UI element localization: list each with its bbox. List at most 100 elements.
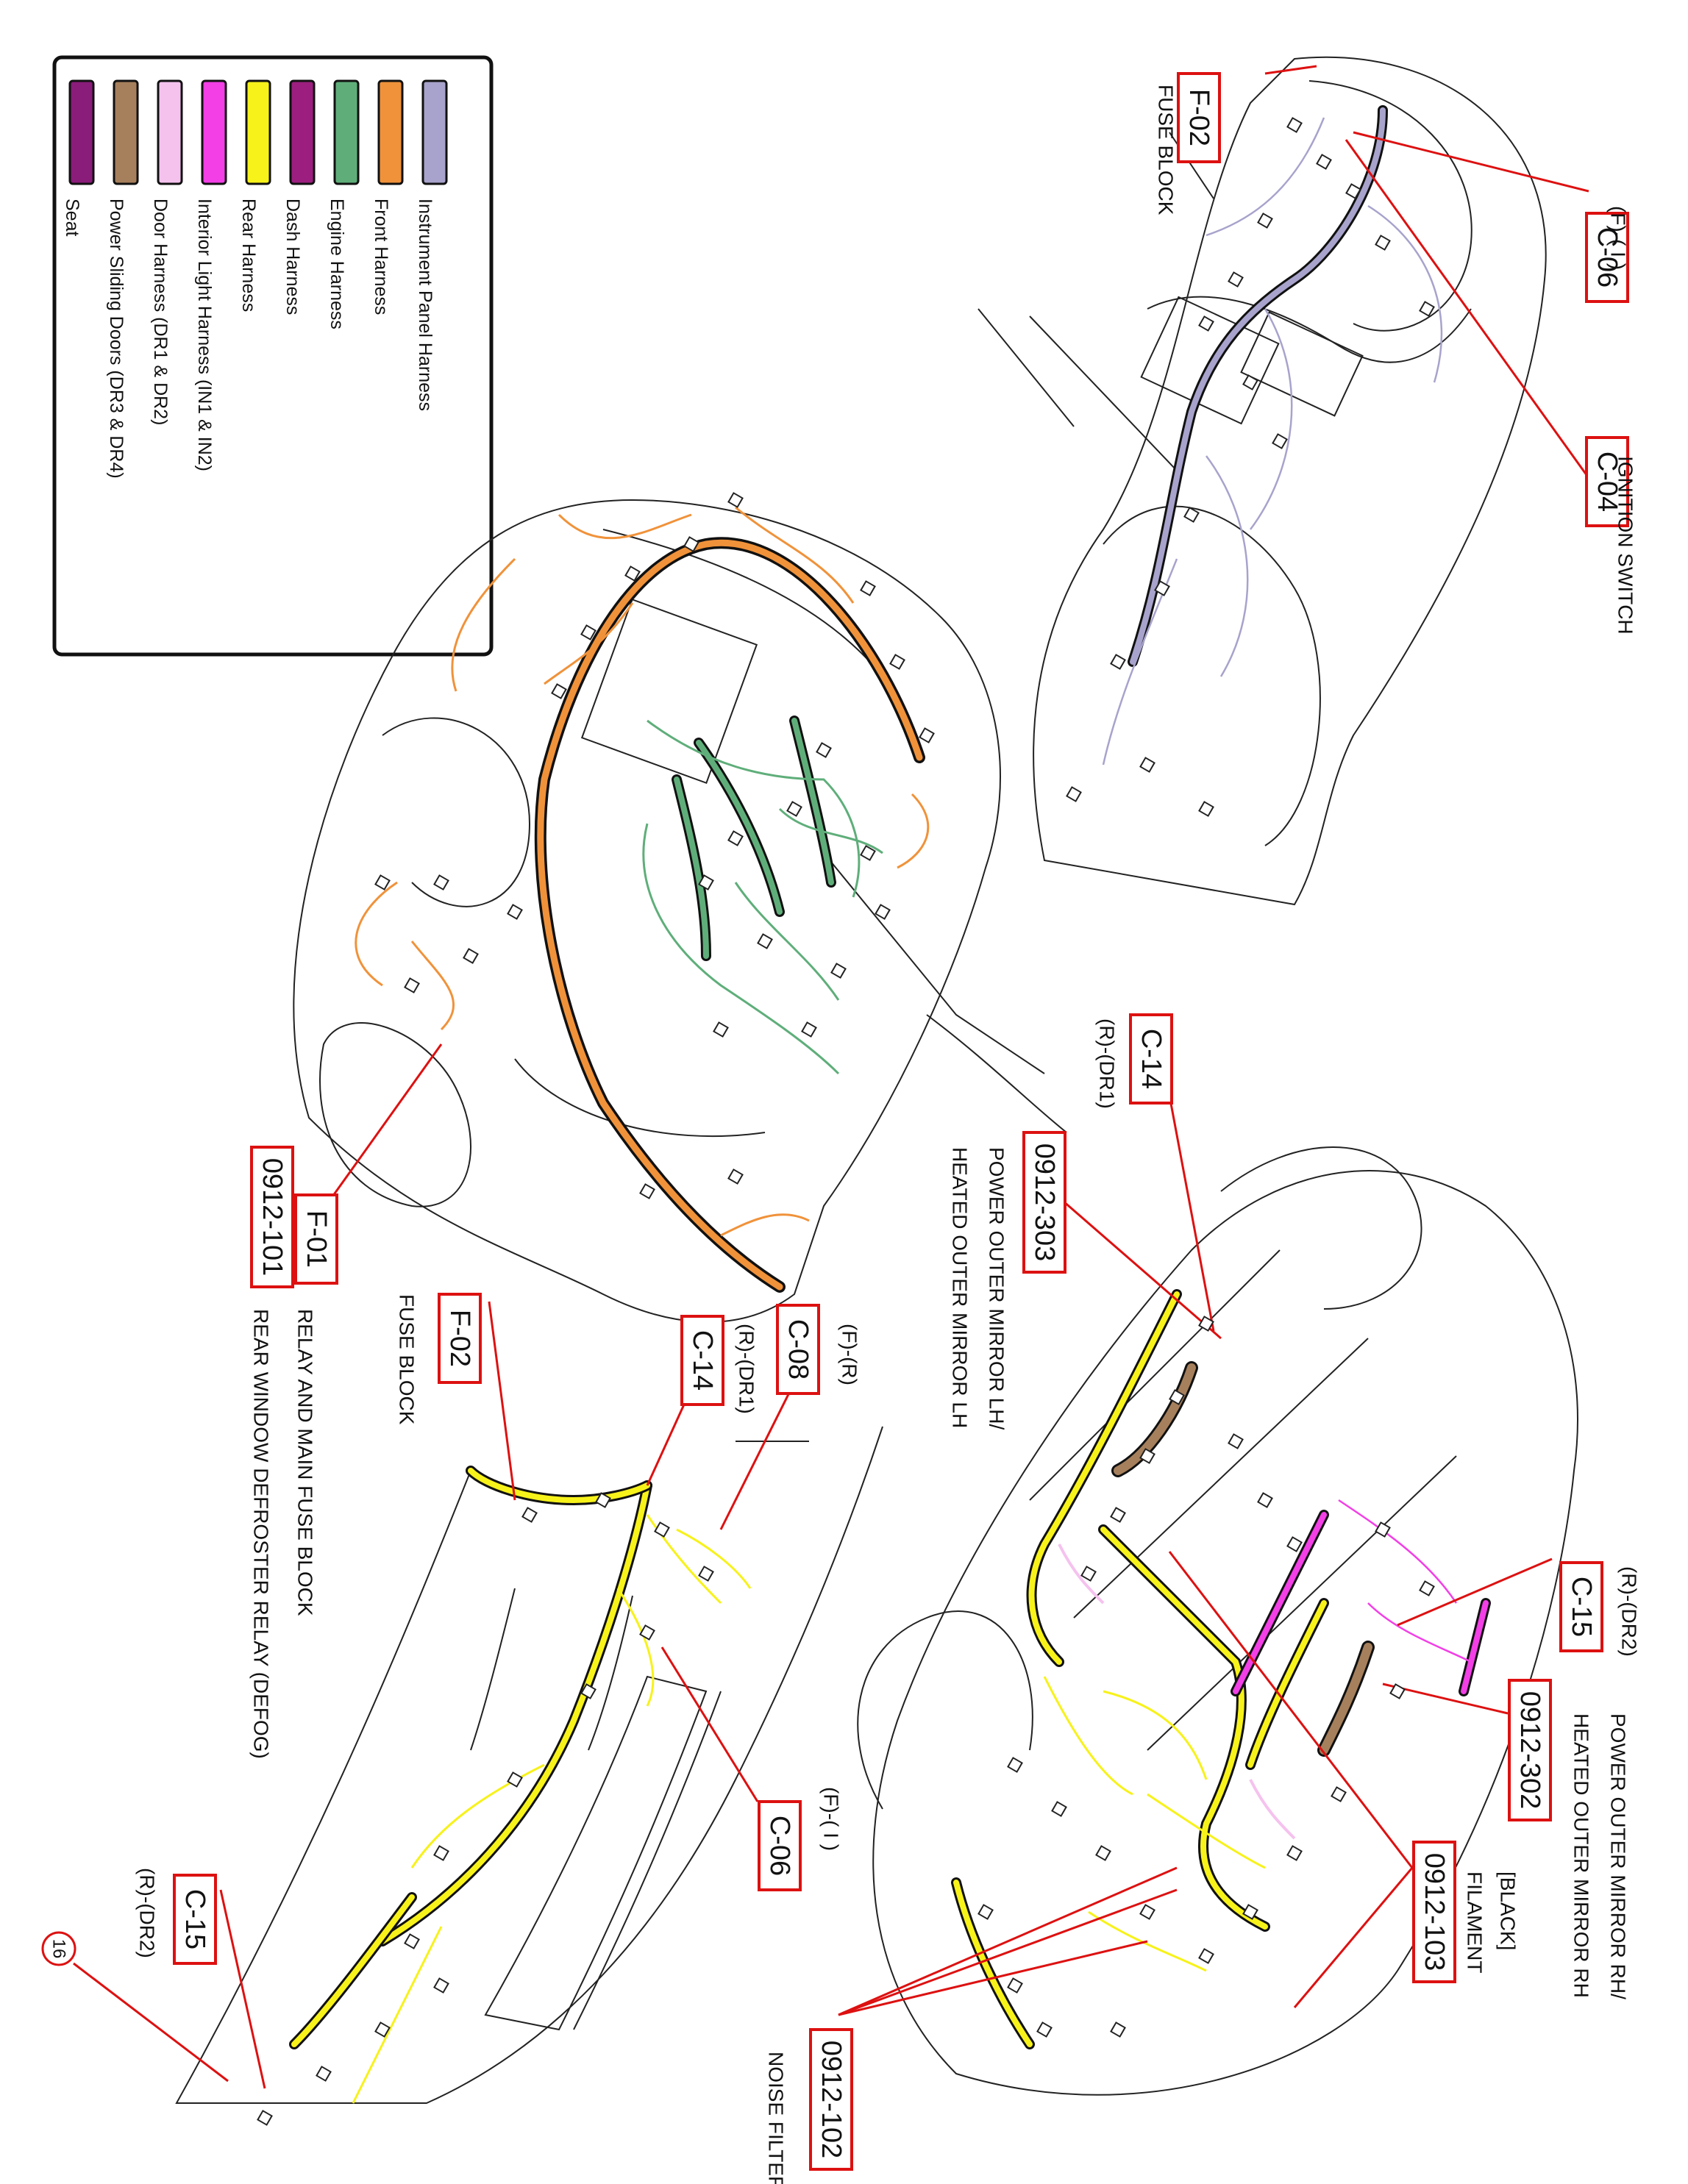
callout-c15-bottom: C-15 [173, 1874, 217, 1965]
rear-harness-left [289, 1466, 752, 2104]
legend-label: Power Sliding Doors (DR3 & DR4) [106, 199, 127, 479]
body-panels [1029, 1249, 1457, 1751]
callout-c0912-303: 0912-303 [1022, 1131, 1066, 1274]
connector [1139, 1904, 1155, 1920]
legend-swatch [68, 79, 95, 185]
callout-c14-right: C-14 [1129, 1013, 1173, 1105]
connector [1066, 786, 1082, 802]
wheel-arch-left [319, 1022, 471, 1207]
view-instrument-panel [977, 56, 1547, 906]
callout-text: C-06 [1592, 227, 1623, 288]
legend-item: Instrument Panel Harness [415, 79, 448, 411]
callout-c06-top: C-06 [1585, 212, 1629, 303]
label-r-dr1-right: (R)-(DR1) [1096, 1018, 1119, 1109]
label-fuse-block-top: FUSE BLOCK [1155, 85, 1178, 215]
connector [683, 536, 699, 552]
cowl-line-2 [926, 1014, 1067, 1133]
connector [801, 1021, 817, 1038]
connector [1286, 117, 1303, 133]
rear-body-outline [872, 1170, 1578, 2096]
headlamp [382, 717, 531, 907]
connector [1375, 1521, 1391, 1538]
label-f-i-top: (F)-( I ) [1607, 206, 1630, 270]
label-ignition-switch: IGNITION SWITCH [1614, 456, 1637, 635]
connector [257, 2110, 273, 2126]
connector [595, 1492, 611, 1508]
connector [860, 580, 876, 596]
callout-f01: F-01 [294, 1193, 338, 1285]
connector [1286, 1536, 1303, 1552]
connector [727, 492, 744, 508]
connector [580, 624, 597, 640]
connector [551, 683, 567, 699]
body-outline [293, 499, 1001, 1323]
legend-item: Seat [62, 79, 95, 236]
connector [507, 1771, 523, 1788]
door-harness [1058, 1361, 1375, 1840]
legend-item: Engine Harness [327, 79, 360, 329]
connector [860, 845, 876, 861]
connector [433, 1977, 449, 1994]
interior-light-harness [1231, 1499, 1491, 1696]
legend-swatch [157, 79, 183, 185]
connector [374, 2021, 391, 2038]
connector [1198, 315, 1214, 332]
callout-f02-mid: F-02 [438, 1293, 482, 1384]
connectors [257, 117, 1435, 2126]
ground-number: 16 [49, 1939, 69, 1959]
label-mirror-lh-2: HEATED OUTER MIRROR LH [949, 1147, 972, 1428]
callout-text: F-02 [444, 1310, 475, 1367]
connector [374, 874, 391, 891]
connector [1272, 433, 1288, 449]
legend-label: Front Harness [371, 199, 391, 315]
legend-item: Front Harness [371, 79, 404, 315]
label-rear-defroster: REAR WINDOW DEFROSTER RELAY (DEFOG) [250, 1309, 273, 1759]
floor-line-2 [977, 308, 1075, 427]
connector [1316, 154, 1332, 170]
label-r-dr2-right: (R)-(DR2) [1618, 1566, 1641, 1657]
callout-text: C-14 [1136, 1029, 1167, 1089]
connector [1345, 183, 1361, 199]
console-outline [1103, 505, 1321, 846]
connector [1080, 1566, 1097, 1582]
legend: Instrument Panel Harness Front Harness Eng… [52, 55, 494, 657]
connector [727, 830, 744, 846]
label-f-i-mid: (F)-( I ) [820, 1787, 843, 1851]
connector [1198, 801, 1214, 817]
connector [1419, 301, 1435, 317]
connector [1036, 2021, 1053, 2038]
connector [1095, 1845, 1111, 1861]
connector [1389, 1683, 1406, 1699]
connector [463, 948, 479, 964]
label-fuse-block-mid: FUSE BLOCK [396, 1294, 419, 1425]
connector [757, 933, 773, 949]
connector [816, 742, 832, 758]
callout-c15-right: C-15 [1559, 1561, 1603, 1652]
connector [580, 1683, 597, 1699]
connector [1419, 1580, 1435, 1596]
floor-line [1029, 315, 1178, 471]
connector [521, 1507, 538, 1523]
callout-text: 0912-103 [1419, 1853, 1450, 1971]
connector [698, 1566, 714, 1582]
connector [875, 904, 891, 920]
connector [639, 1183, 655, 1199]
connector [316, 2066, 332, 2082]
legend-item: Interior Light Harness (IN1 & IN2) [194, 79, 227, 471]
legend-label: Instrument Panel Harness [415, 199, 435, 411]
legend-label: Dash Harness [282, 199, 303, 315]
callout-text: C-04 [1592, 452, 1623, 512]
label-mirror-rh-2: HEATED OUTER MIRROR RH [1570, 1713, 1593, 1998]
connector [1198, 1316, 1214, 1332]
legend-label: Engine Harness [327, 199, 347, 329]
callout-text: 0912-303 [1029, 1143, 1060, 1262]
connector [1198, 1948, 1214, 1964]
view-rear-body [857, 1146, 1578, 2096]
connector [1257, 1492, 1273, 1508]
label-mirror-rh-1: POWER OUTER MIRROR RH/ [1607, 1713, 1630, 1999]
connector [404, 1933, 420, 1949]
connector [713, 1021, 729, 1038]
legend-swatch [333, 79, 360, 185]
connector [654, 1521, 670, 1538]
